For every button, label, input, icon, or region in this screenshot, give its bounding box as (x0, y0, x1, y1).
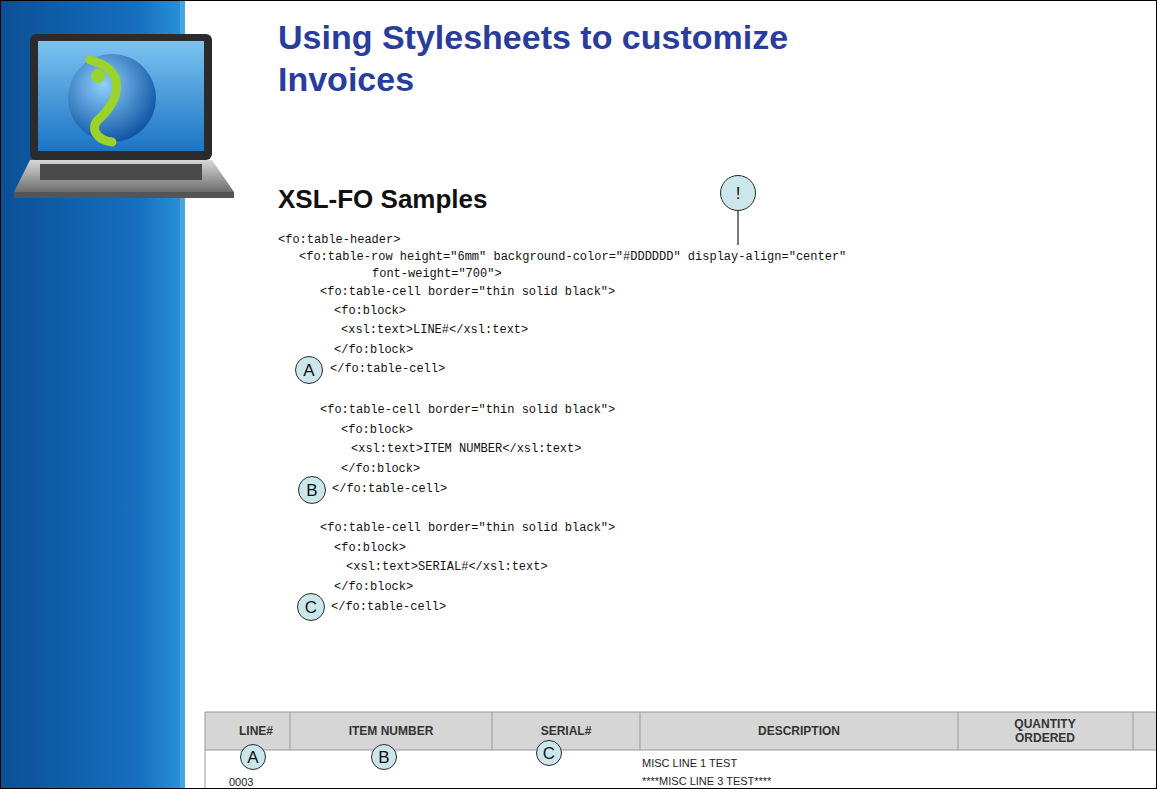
callout-letter: C (543, 745, 555, 762)
callout-letter: C (305, 599, 317, 616)
callout-letter: A (247, 749, 258, 766)
code-line: </fo:block> (334, 343, 413, 357)
callout-circle: C (536, 740, 562, 766)
callout-letter: B (306, 482, 317, 499)
code-line: <fo:table-cell border="thin solid black"… (320, 285, 615, 299)
callout-letter: A (303, 362, 314, 379)
code-line: <fo:block> (334, 541, 406, 555)
code-line: </fo:table-cell> (331, 600, 446, 614)
code-line: <fo:table-row height="6mm" background-co… (299, 250, 846, 264)
invoice-table (205, 712, 1157, 789)
code-line: <fo:table-cell border="thin solid black"… (320, 403, 615, 417)
code-line: <xsl:text>LINE#</xsl:text> (341, 323, 528, 337)
leader-line (737, 211, 738, 245)
table-header-cell: QUANTITY ORDERED (1000, 717, 1090, 745)
callout-circle: B (371, 744, 397, 770)
table-cell: ****MISC LINE 3 TEST**** (642, 775, 771, 788)
callout-circle: A (240, 744, 266, 770)
table-header-cell: ITEM NUMBER (290, 724, 492, 738)
table-header-cell: DESCRIPTION (640, 724, 958, 738)
callout-circle: A (295, 356, 323, 384)
code-line: <fo:table-cell border="thin solid black"… (320, 521, 615, 535)
table-header-cell: LINE# (222, 724, 290, 738)
code-line: <fo:block> (334, 304, 406, 318)
callout-letter: B (378, 749, 389, 766)
code-line: font-weight="700"> (372, 267, 502, 281)
callout-circle: C (297, 593, 325, 621)
code-line: <fo:block> (341, 423, 413, 437)
code-line: </fo:block> (334, 580, 413, 594)
code-line: <fo:table-header> (278, 233, 400, 247)
code-line: </fo:table-cell> (330, 362, 445, 376)
code-line: <xsl:text>ITEM NUMBER</xsl:text> (351, 442, 581, 456)
callout-circle: B (298, 476, 326, 504)
section-heading: XSL-FO Samples (278, 184, 488, 214)
table-header-cell: SERIAL# (492, 724, 640, 738)
callout-letter: ! (736, 185, 741, 202)
callout-circle: ! (720, 175, 756, 211)
table-cell: 0003 (229, 776, 253, 789)
laptop-icon (14, 34, 234, 198)
code-line: <xsl:text>SERIAL#</xsl:text> (346, 560, 548, 574)
code-line: </fo:table-cell> (332, 482, 447, 496)
code-line: </fo:block> (341, 462, 420, 476)
table-cell: MISC LINE 1 TEST (642, 757, 737, 770)
slide-title: Using Stylesheets to customize Invoices (278, 16, 878, 100)
